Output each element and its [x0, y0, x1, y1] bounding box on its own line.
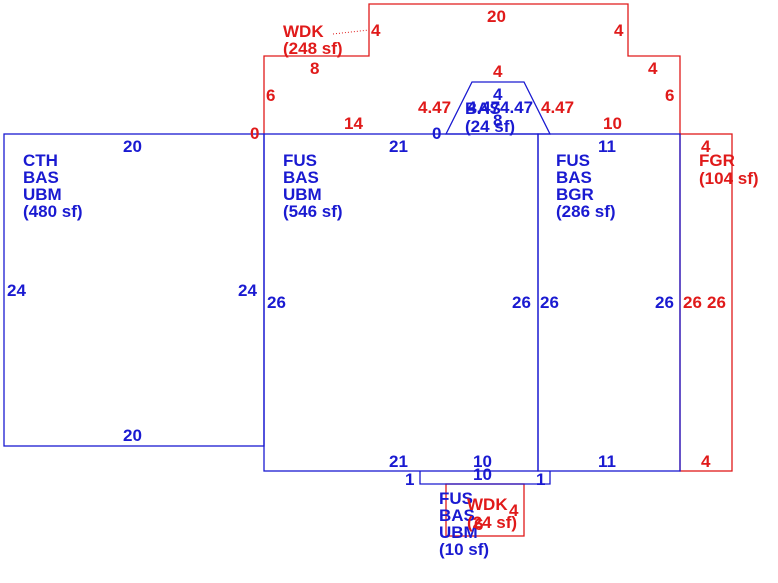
dim-cth-bottom: 20: [123, 426, 142, 445]
dim-wdk-top-8: 8: [310, 59, 319, 78]
dim-small-left: 1: [405, 470, 414, 489]
dim-fgr-top: 4: [701, 137, 711, 156]
dim-cth-top: 20: [123, 137, 142, 156]
dim-wdk-top-4-bay: 4: [493, 62, 503, 81]
dim-bgr-bottom: 11: [598, 452, 616, 471]
dim-bay-4: 4: [493, 85, 503, 104]
wdk-bottom-code: WDK: [467, 495, 508, 514]
dim-fus-top: 21: [389, 137, 408, 156]
fus-right-area: (286 sf): [556, 202, 616, 221]
small-bump-outline: [419, 471, 551, 485]
bay-outline: [444, 81, 552, 135]
dim-small-right: 1: [536, 470, 545, 489]
dim-wdk-top-447-right: 4.47: [541, 98, 574, 117]
fus-main-code: FUS: [283, 151, 317, 170]
dim-wdk-top-6-right: 6: [665, 86, 674, 105]
cth-area: (480 sf): [23, 202, 83, 221]
cth-line3: UBM: [23, 185, 62, 204]
fus-main-line2: BAS: [283, 168, 319, 187]
dim-bay-447-left: 4.47: [467, 98, 500, 117]
dim-small-top: 10: [473, 465, 492, 484]
dim-fgr-right: 26: [707, 293, 726, 312]
dim-wdk-top-4-left: 4: [371, 21, 381, 40]
dim-wdk-top-10: 10: [603, 114, 622, 133]
fus-small-line2: BAS: [439, 506, 475, 525]
wdk-top-code: WDK: [283, 22, 324, 41]
dim-bgr-top: 11: [598, 137, 616, 156]
dim-fus-right: 26: [512, 293, 531, 312]
dim-small-side: 6: [474, 515, 483, 534]
fgr-area: (104 sf): [699, 169, 759, 188]
dim-bgr-left: 26: [540, 293, 559, 312]
dim-fgr-bottom: 4: [701, 452, 711, 471]
wdk-upper-outline: [263, 3, 681, 134]
fus-small-code: FUS: [439, 489, 473, 508]
cth-line2: BAS: [23, 168, 59, 187]
dim-bay-8: 8: [493, 111, 502, 130]
dim-fus-bottom-10: 10: [473, 452, 492, 471]
dim-wdk-top-0: 0: [250, 124, 259, 143]
dim-bay-447-right: 4.47: [500, 98, 533, 117]
dim-wdk-top-4-step: 4: [648, 59, 658, 78]
fus-main-line3: UBM: [283, 185, 322, 204]
dim-cth-left: 24: [7, 281, 26, 300]
dim-cth-right: 24: [238, 281, 257, 300]
fgr-code: FGR: [699, 151, 735, 170]
dim-fgr-left: 26: [683, 293, 702, 312]
fus-right-code: FUS: [556, 151, 590, 170]
fus-main-area: (546 sf): [283, 202, 343, 221]
wdk-leader-line: [332, 29, 370, 35]
wdk-bottom-area: (24 sf): [467, 513, 517, 532]
bay-code: BAS: [465, 99, 501, 118]
fus-right-outline: [537, 133, 681, 472]
dim-bgr-right: 26: [655, 293, 674, 312]
dim-wdk-top-447-left: 4.47: [418, 98, 451, 117]
dim-bay-0: 0: [432, 124, 441, 143]
dim-fus-bottom: 21: [389, 452, 408, 471]
fus-right-line3: BGR: [556, 185, 594, 204]
wdk-top-area: (248 sf): [283, 39, 343, 58]
bay-area: (24 sf): [465, 117, 515, 136]
dim-wdk-top-4-right: 4: [614, 21, 624, 40]
dim-fus-left: 26: [267, 293, 286, 312]
fus-right-line2: BAS: [556, 168, 592, 187]
dim-wdk-top-20: 20: [487, 7, 506, 26]
dim-wdk-top-6-left: 6: [266, 86, 275, 105]
dim-wdk-bottom-side: 4: [509, 501, 519, 520]
fus-small-line3: UBM: [439, 523, 478, 542]
fus-small-area: (10 sf): [439, 540, 489, 559]
dim-wdk-top-14: 14: [344, 114, 363, 133]
cth-code: CTH: [23, 151, 58, 170]
